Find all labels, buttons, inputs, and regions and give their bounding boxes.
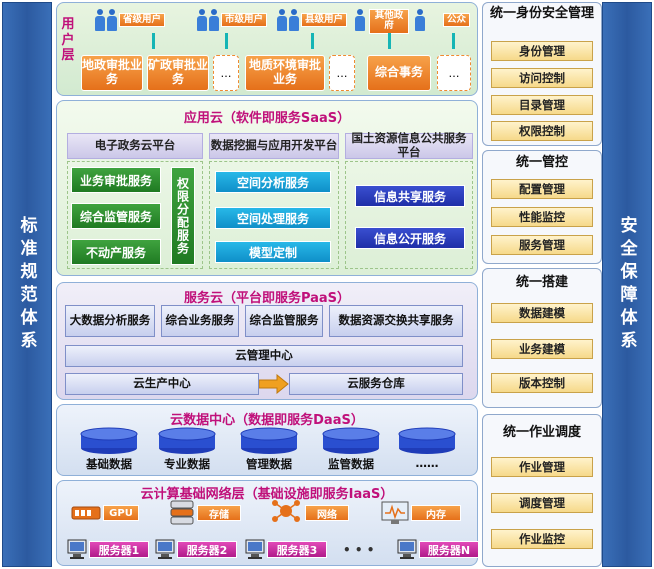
service-geo-env-approval: 地质环境审批业务	[245, 55, 325, 91]
server-icon	[245, 539, 265, 559]
right-panel-item: 服务管理	[491, 235, 593, 255]
daas-layer: 云数据中心（数据即服务DaaS） 基础数据 专业数据 管理数据 监管数据 ……	[56, 404, 478, 476]
platform-egov-title: 电子政务云平台	[67, 133, 203, 159]
resource-memory: 内存	[411, 505, 461, 521]
service-info-publicity: 信息公开服务	[355, 227, 465, 249]
paas-data-exchange: 数据资源交换共享服务	[329, 305, 463, 337]
identity-panel-title: 统一身份安全管理	[489, 6, 594, 21]
service-comprehensive-supervision: 综合监管服务	[71, 203, 161, 229]
saas-title: 应用云（软件即服务SaaS）	[183, 111, 351, 126]
iaas-layer: 云计算基础网络层（基础设施即服务IaaS） GPU 存储 网络 内存 服务器1 服…	[56, 480, 479, 566]
server-icon	[155, 539, 175, 559]
saas-layer: 应用云（软件即服务SaaS） 电子政务云平台 业务审批服务 综合监管服务 不动产…	[56, 100, 478, 276]
user-label-county: 县级用户	[301, 13, 348, 28]
server-icon	[67, 539, 87, 559]
paas-business: 综合业务服务	[161, 305, 239, 337]
control-panel: 统一管控配置管理性能监控服务管理	[482, 150, 602, 264]
platform-egov-frame	[67, 161, 203, 269]
database-label: 基础数据	[86, 457, 132, 471]
right-panel-item: 版本控制	[491, 373, 593, 393]
paas-bigdata: 大数据分析服务	[65, 305, 155, 337]
service-ellipsis-2: …	[329, 55, 355, 91]
platform-public-info-title: 国土资源信息公共服务平台	[345, 131, 473, 159]
database-icon	[158, 427, 216, 454]
build-panel-title: 统一搭建	[515, 275, 568, 290]
resource-storage: 存储	[197, 505, 241, 521]
user-label-city: 市级用户	[221, 13, 268, 28]
right-panel-item: 访问控制	[491, 68, 593, 88]
service-business-approval: 业务审批服务	[71, 167, 161, 193]
service-spatial-processing: 空间处理服务	[215, 207, 331, 229]
database-icon	[322, 427, 380, 454]
platform-datamining-frame	[209, 161, 339, 269]
right-panel-item: 调度管理	[491, 493, 593, 513]
right-panel-item: 作业管理	[491, 457, 593, 477]
server-icon	[397, 539, 417, 559]
paas-supervision: 综合监管服务	[245, 305, 323, 337]
service-ellipsis-3: …	[437, 55, 471, 91]
platform-public-info-frame	[345, 161, 473, 269]
server-label: 服务器N	[419, 541, 479, 558]
right-panel-item: 业务建模	[491, 339, 593, 359]
security-pillar: 安全保障体系	[602, 2, 652, 567]
resource-network: 网络	[305, 505, 349, 521]
memory-icon	[381, 501, 409, 524]
network-icon	[272, 500, 300, 522]
service-land-approval: 地政审批业务	[81, 55, 143, 91]
build-panel: 统一搭建数据建模业务建模版本控制	[482, 268, 602, 408]
cloud-service-warehouse: 云服务仓库	[289, 373, 463, 395]
service-spatial-analysis: 空间分析服务	[215, 171, 331, 193]
database-label: 管理数据	[246, 457, 292, 471]
service-mining-approval: 矿政审批业务	[147, 55, 209, 91]
standards-pillar: 标准规范体系	[2, 2, 52, 567]
service-model-custom: 模型定制	[215, 241, 331, 263]
database-label: 监管数据	[328, 457, 374, 471]
daas-title: 云数据中心（数据即服务DaaS）	[170, 413, 364, 428]
right-panel-item: 配置管理	[491, 179, 593, 199]
service-permission-allocation: 权限分配服务	[171, 167, 195, 265]
service-general-affairs: 综合事务	[367, 55, 431, 91]
right-panel-item: 权限控制	[491, 121, 593, 141]
storage-icon	[170, 500, 194, 525]
service-ellipsis-1: …	[213, 55, 239, 91]
server-label: 服务器3	[267, 541, 327, 558]
gpu-icon	[71, 506, 101, 520]
right-panel-item: 性能监控	[491, 207, 593, 227]
database-icon	[398, 427, 456, 454]
server-label: 服务器2	[177, 541, 237, 558]
server-label: 服务器1	[89, 541, 149, 558]
user-layer-title: 用户层	[61, 17, 75, 64]
service-real-estate: 不动产服务	[71, 239, 161, 265]
user-label-other-gov: 其他政府	[369, 9, 409, 34]
database-label: 专业数据	[164, 457, 210, 471]
control-panel-title: 统一管控	[515, 155, 568, 170]
user-label-public: 公众	[443, 13, 471, 28]
arrow-right-icon	[259, 374, 289, 394]
database-icon	[240, 427, 298, 454]
scheduling-panel-title: 统一作业调度	[502, 425, 581, 440]
scheduling-panel: 统一作业调度作业管理调度管理作业监控	[482, 414, 602, 567]
database-label: ……	[415, 456, 439, 470]
server-ellipsis: • • •	[343, 543, 375, 557]
database-icon	[80, 427, 138, 454]
cloud-management-center: 云管理中心	[65, 345, 463, 367]
security-pillar-label: 安全保障体系	[616, 215, 637, 354]
standards-pillar-label: 标准规范体系	[16, 215, 37, 354]
platform-datamining-title: 数据挖掘与应用开发平台	[209, 133, 339, 159]
resource-gpu: GPU	[103, 505, 139, 521]
right-panel-item: 作业监控	[491, 529, 593, 549]
paas-title: 服务云（平台即服务PaaS）	[183, 291, 351, 306]
user-label-province: 省级用户	[119, 13, 166, 28]
cloud-production-center: 云生产中心	[65, 373, 259, 395]
user-layer: 用户层 省级用户 市级用户 县级用户 其他政府 公众 地政审批业务 矿政审批业务…	[56, 2, 478, 96]
right-panel-item: 目录管理	[491, 95, 593, 115]
right-panel-item: 身份管理	[491, 41, 593, 61]
paas-layer: 服务云（平台即服务PaaS） 大数据分析服务 综合业务服务 综合监管服务 数据资…	[56, 282, 478, 400]
right-panel-item: 数据建模	[491, 303, 593, 323]
iaas-title: 云计算基础网络层（基础设施即服务IaaS）	[140, 487, 394, 502]
service-info-sharing: 信息共享服务	[355, 185, 465, 207]
identity-panel: 统一身份安全管理身份管理访问控制目录管理权限控制	[482, 2, 602, 146]
